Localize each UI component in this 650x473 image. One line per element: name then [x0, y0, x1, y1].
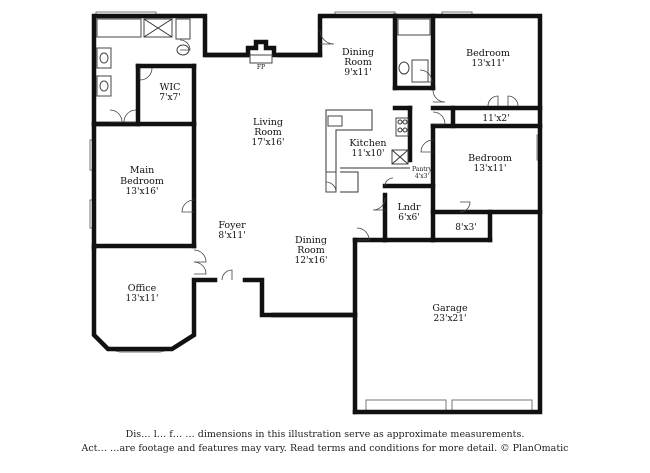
laundry-size: 6'x6': [398, 213, 419, 223]
laundry-name: Lndr: [397, 202, 421, 213]
disclaimer-line-2: Act… …are footage and features may vary.…: [81, 443, 569, 454]
closet-small-size: 8'x3': [455, 223, 476, 233]
office-name: Office: [128, 283, 157, 294]
bedroom-top-name: Bedroom: [466, 48, 510, 59]
kitchen-size: 11'x10': [352, 149, 385, 159]
bedroom-top-size: 13'x11': [472, 59, 505, 69]
pantry-name: Pantry: [412, 166, 432, 173]
pantry-size: 4'x3': [415, 173, 430, 180]
bedroom-mid-name: Bedroom: [468, 153, 512, 164]
walls: [91, 13, 543, 415]
dining-room-top-name-1: Dining: [342, 47, 374, 58]
bedroom-mid-size: 13'x11': [474, 164, 507, 174]
dining-room-main-name-2: Room: [297, 245, 325, 256]
foyer-size: 8'x11': [218, 231, 245, 241]
main-bedroom-name-1: Main: [130, 165, 155, 176]
living-room-name-2: Room: [254, 127, 282, 138]
main-bedroom-size: 13'x16': [126, 187, 159, 197]
wic-name: WIC: [160, 82, 181, 93]
dining-room-top-size: 9'x11': [344, 68, 371, 78]
living-room-size: 17'x16': [252, 138, 285, 148]
doors: [109, 29, 519, 281]
dining-room-main-name-1: Dining: [295, 235, 327, 246]
wic-size: 7'x7': [159, 93, 180, 103]
garage-name: Garage: [432, 303, 468, 314]
main-bedroom-name-2: Bedroom: [120, 176, 164, 187]
office-size: 13'x11': [126, 294, 159, 304]
room-labels: WIC 7'x7' Main Bedroom 13'x16' Office 13…: [120, 47, 512, 324]
disclaimer-line-1: Dis… l… f… … dimensions in this illustra…: [125, 429, 525, 440]
hall-closet-size: 11'x2': [482, 114, 509, 124]
disclaimer: Dis… l… f… … dimensions in this illustra…: [0, 428, 650, 456]
dining-room-top-name-2: Room: [344, 57, 372, 68]
garage-size: 23'x21': [434, 314, 467, 324]
fireplace-label: FP: [257, 64, 265, 71]
dining-room-main-size: 12'x16': [295, 256, 328, 266]
kitchen-name: Kitchen: [349, 138, 386, 149]
living-room-name-1: Living: [253, 117, 283, 128]
foyer-name: Foyer: [218, 220, 246, 231]
